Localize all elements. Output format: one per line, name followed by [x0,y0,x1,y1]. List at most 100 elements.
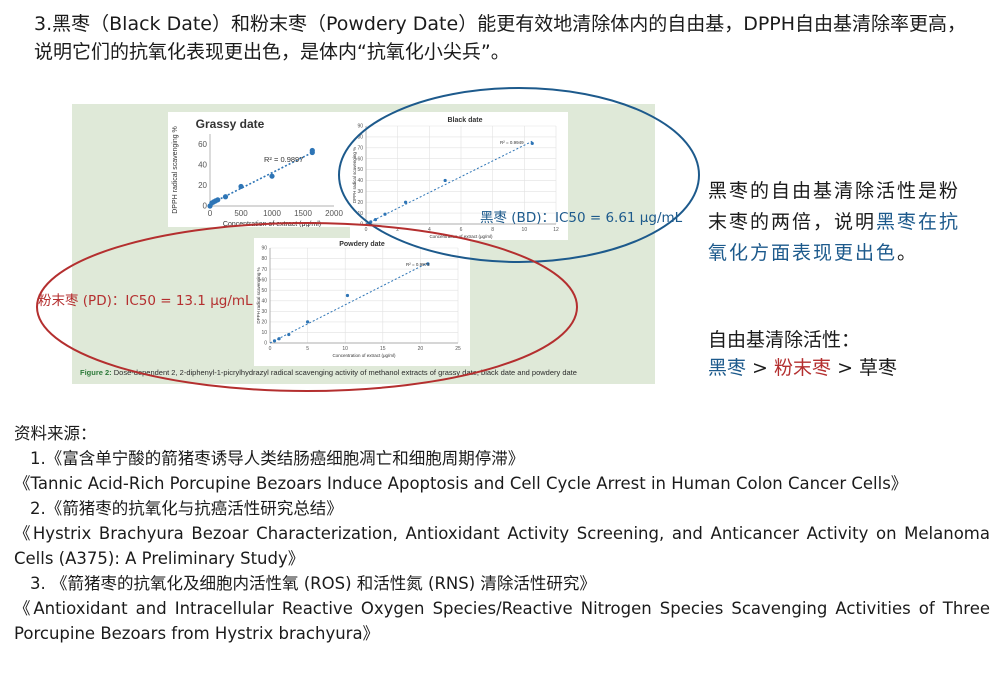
rank-pd: 粉末枣 [774,357,832,379]
data-point [222,194,229,200]
r-squared-label: R² = 0.9873 [406,262,430,267]
x-tick-label: 8 [491,227,494,233]
x-tick-label: 0 [365,227,368,233]
chart-grassy-date: Grassy date 0 20 40 60 0 500 1000 1500 2000Concen… [172,117,343,228]
reference-1-en: 《Tannic Acid-Rich Porcupine Bezoars Indu… [14,474,908,493]
ranking-line: 黑枣 > 粉末枣 > 草枣 [708,354,897,382]
chart-title: Black date [447,117,482,124]
caption-text: Dose-dependent 2, 2-diphenyl-1-picrylhyd… [113,368,577,377]
y-tick-label: 60 [198,140,207,149]
y-tick-label: 70 [357,145,363,151]
x-axis-label: Concentration of extract (μg/ml) [332,353,396,358]
y-axis-label: DPPH radical scavenging % [256,267,261,323]
pd-ic50-label: 粉末枣 (PD)：IC50 = 13.1 μg/mL [38,293,253,309]
data-point [345,293,350,298]
references-title: 资料来源： [14,424,97,443]
reference-3-cn: 3. 《箭猪枣的抗氧化及细胞内活性氧 (ROS) 和活性氮 (RNS) 清除活性… [30,574,596,593]
data-point [277,337,281,341]
chart-title: Powdery date [339,241,385,248]
y-tick-label: 70 [261,267,267,273]
reference-2-cn: 2.《箭猪枣的抗氧化与抗癌活性研究总结》 [30,499,343,518]
x-axis-label: Concentration of extract (μg/ml) [223,221,321,227]
r-squared-label: R² = 0.9949 [500,140,524,145]
data-point [272,339,277,343]
chart-powdery-card: Powdery date 0 10 20 30 40 50 60 70 80 90 0 5 10 15 20 2… [254,238,470,366]
y-tick-label: 60 [261,277,267,283]
x-tick-label: 15 [380,346,386,352]
x-tick-label: 2 [396,227,399,233]
data-point [238,183,244,190]
data-point [530,141,534,146]
references: 资料来源： 1.《富含单宁酸的箭猪枣诱导人类结肠癌细胞凋亡和细胞周期停滞》 《T… [14,421,990,646]
x-tick-label: 4 [428,227,431,233]
data-point [403,200,408,204]
data-point [309,147,315,154]
page-heading: 3.黑枣（Black Date）和粉末枣（Powdery Date）能更有效地清… [34,13,967,63]
y-tick-label: 0 [264,341,267,347]
r-squared-label: R² = 0.9897 [264,155,303,164]
y-tick-label: 10 [357,211,363,217]
y-tick-label: 0 [360,222,363,228]
reference-3-en: 《Antioxidant and Intracellular Reactive … [14,599,990,643]
data-point [373,218,378,222]
x-tick-label: 6 [460,227,463,233]
y-tick-label: 20 [261,320,267,326]
caption-label: Figure 2: [80,368,112,377]
side-note-text: 黑枣的自由基清除活性是粉末枣的两倍，说明 [708,180,961,233]
x-tick-label: 500 [234,209,248,218]
rank-sep-2: > [831,357,860,379]
x-tick-label: 25 [455,346,461,352]
y-tick-label: 40 [357,178,363,184]
rank-grassy: 草枣 [859,357,898,379]
y-axis-label: DPPH radical scavenging % [172,126,179,214]
data-point [443,178,447,183]
data-point [369,220,373,224]
x-tick-label: 0 [208,209,213,218]
rank-bd: 黑枣 [708,357,747,379]
ranking-title: 自由基清除活性： [708,329,861,351]
y-tick-label: 80 [357,135,363,141]
y-axis-label: DPPH radical scavenging % [352,147,357,203]
y-tick-label: 10 [261,330,267,336]
chart-title: Grassy date [196,117,265,131]
reference-2-en: 《Hystrix Brachyura Bezoar Characterizati… [14,524,990,568]
x-tick-label: 2000 [325,209,343,218]
side-note-end: 。 [897,242,919,264]
y-tick-label: 50 [357,167,363,173]
data-point [383,212,387,216]
y-tick-label: 20 [357,200,363,206]
y-tick-label: 90 [357,124,363,130]
y-tick-label: 60 [357,156,363,162]
chart-powdery-date: Powdery date 0 10 20 30 40 50 60 70 80 90 0 5 10 15 20 2… [256,241,461,358]
y-tick-label: 40 [261,298,267,304]
x-tick-label: 10 [522,227,528,233]
y-tick-label: 0 [203,202,208,211]
x-tick-label: 5 [306,346,309,352]
x-tick-label: 1500 [294,209,312,218]
data-point [269,173,275,179]
rank-sep-1: > [746,357,775,379]
trendline [209,151,313,205]
y-tick-label: 20 [198,181,207,190]
activity-ranking: 自由基清除活性： 黑枣 > 粉末枣 > 草枣 [708,326,897,382]
y-tick-label: 80 [261,256,267,262]
trendline [269,262,429,344]
reference-1-cn: 1.《富含单宁酸的箭猪枣诱导人类结肠癌细胞凋亡和细胞周期停滞》 [30,449,525,468]
data-point [215,197,221,203]
x-tick-label: 12 [553,227,559,233]
side-note-highlight: 黑枣在抗氧化方面表现更出色 [708,211,961,264]
data-point [287,332,291,337]
bd-ic50-label: 黑枣 (BD)：IC50 = 6.61 μg/mL [480,210,683,226]
y-tick-label: 90 [261,246,267,252]
x-tick-label: 1000 [263,209,281,218]
y-tick-label: 30 [261,309,267,315]
figure-caption: Figure 2: Dose-dependent 2, 2-diphenyl-1… [80,368,650,377]
x-tick-label: 20 [418,346,424,352]
y-tick-label: 50 [261,288,267,294]
x-tick-label: 10 [342,346,348,352]
y-tick-label: 40 [198,161,207,170]
data-point [306,320,310,324]
x-tick-label: 0 [269,346,272,352]
y-tick-label: 30 [357,189,363,195]
